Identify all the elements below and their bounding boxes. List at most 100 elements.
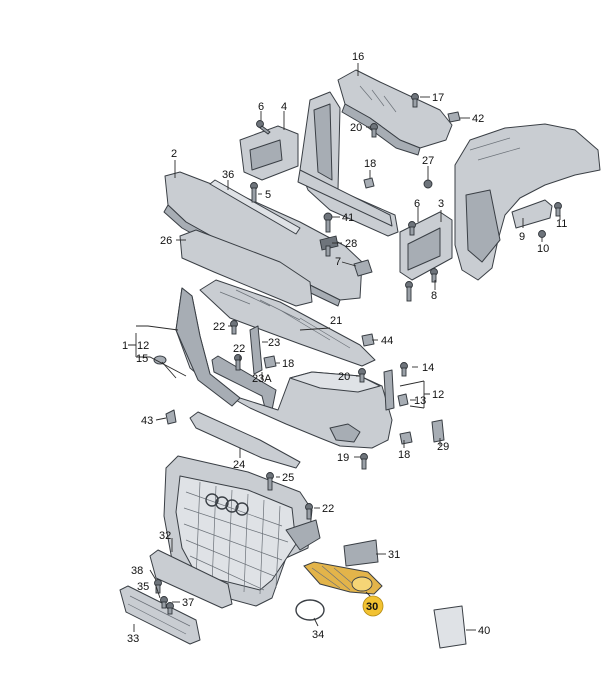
callout-2: 2 [171,148,177,160]
nut-28 [319,235,339,257]
part-34-ring [295,599,325,621]
clip-18b [263,355,277,369]
callout-22c: 22 [322,503,334,515]
part-33-trim [119,585,201,645]
callout-18b: 18 [282,358,294,370]
part-26-absorber [179,229,313,307]
callout-38: 38 [131,565,143,577]
callout-10: 10 [537,243,549,255]
part-16-air-duct [337,69,453,156]
callout-20b: 20 [338,371,350,383]
callout-25: 25 [282,472,294,484]
callout-23: 23 [268,337,280,349]
callout-32: 32 [159,530,171,542]
callout-4: 4 [281,101,287,113]
callout-11: 11 [556,218,567,230]
clip-7 [353,259,373,277]
callout-42: 42 [472,113,484,125]
callout-41: 41 [342,212,354,224]
callout-6: 6 [258,101,264,113]
screw-20b [358,368,366,383]
screw-5b [405,281,413,302]
callout-labels: 16 17 42 6 4 20 18 27 2 36 5 6 3 41 9 11… [122,51,567,645]
screw-20a [370,123,378,138]
callout-40: 40 [478,625,490,637]
callout-44: 44 [381,335,393,347]
callout-34: 34 [312,629,324,641]
screw-14 [400,362,408,377]
part-32-trim [149,549,233,609]
radiator-grille [163,455,321,607]
callout-24: 24 [233,459,245,471]
screw-11 [554,202,562,217]
screw-25 [266,472,274,491]
screw-22c [305,503,313,520]
callout-19: 19 [337,452,349,464]
callout-3: 3 [438,198,444,210]
clip-18c [399,431,413,445]
callout-26: 26 [160,235,172,247]
clip-18a [363,177,375,189]
callout-5: 5 [265,189,271,201]
part-4-bracket [239,125,299,181]
callout-6b: 6 [414,198,420,210]
callout-12b: 12 [432,389,444,401]
callout-7: 7 [335,256,341,268]
clip-13 [397,393,409,407]
callout-37: 37 [182,597,194,609]
part-30-fog-grille [303,561,383,595]
callout-21: 21 [330,315,342,327]
screw-6a [256,120,271,135]
callout-1: 1 [122,340,128,352]
part-31-cover [343,539,379,567]
part-29-bracket [431,419,445,443]
part-21-lower-cover [199,279,376,367]
screw-5 [250,182,258,203]
part-24-lower-spoiler [189,411,301,469]
callout-13: 13 [414,395,426,407]
highlight-marker-30 [362,595,384,617]
callout-35: 35 [137,581,149,593]
callout-17: 17 [432,92,444,104]
right-carrier-fender [454,123,601,281]
clip-42 [447,111,461,123]
screw-17 [411,93,419,108]
callout-9: 9 [519,231,525,243]
callout-31: 31 [388,549,400,561]
part-15-clip [153,355,177,379]
callout-23a: 23A [252,373,272,385]
callout-33: 33 [127,633,139,645]
grille-emblem [205,493,249,516]
nut-10 [538,230,546,238]
fasteners [154,93,562,615]
screw-8 [430,268,438,283]
part-14-bracket [383,369,395,411]
callout-28: 28 [345,238,357,250]
callout-22b: 22 [233,343,245,355]
callout-8: 8 [431,290,437,302]
callout-12: 12 [137,340,149,352]
screw-22a [230,320,238,335]
part-36-strip [209,179,301,235]
part-43-clip [165,409,177,425]
callout-16: 16 [352,51,364,63]
screw-41 [323,212,333,233]
nut-27 [423,179,433,189]
callout-36: 36 [222,169,234,181]
screw-38 [154,579,162,594]
callout-22: 22 [213,321,225,333]
callout-14: 14 [422,362,434,374]
part-1-bumper-cover [175,287,393,449]
screw-37 [166,602,174,615]
callout-30: 30 [366,601,378,613]
callout-18: 18 [364,158,376,170]
callout-27: 27 [422,155,434,167]
callout-18c: 18 [398,449,410,461]
screw-35 [160,596,168,609]
clip-44 [361,333,375,347]
lock-carrier-frame [297,91,399,237]
part-40-bag [433,605,467,649]
callout-43: 43 [141,415,153,427]
screw-19 [360,453,368,470]
